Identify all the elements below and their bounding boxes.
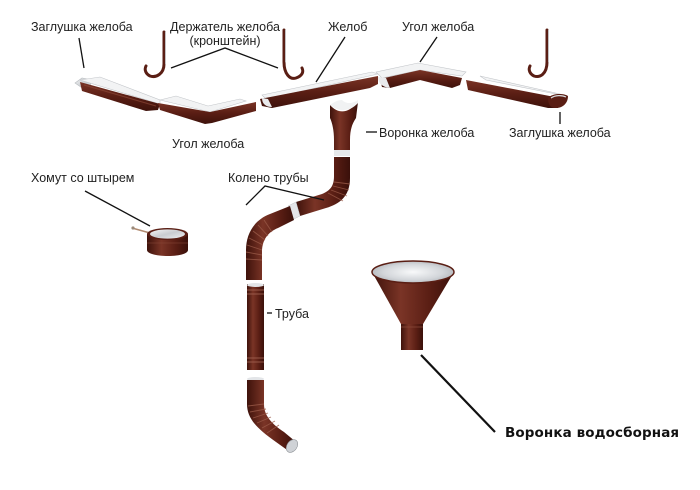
leader-collector-funnel (420, 354, 496, 433)
leader-gutter-cap-left (78, 37, 85, 69)
leader-gutter-holder (170, 47, 279, 69)
leader-lines (78, 36, 561, 433)
collector-funnel-part (371, 260, 455, 350)
leader-gutter (315, 36, 346, 83)
gutter-cap-right-part (548, 93, 568, 108)
label-gutter-cap-left: Заглушка желоба (31, 20, 133, 34)
gutter-segment-middle (260, 71, 380, 108)
gutter-corner-left (158, 95, 256, 124)
pipe-elbow-lower (245, 206, 294, 280)
label-gutter-funnel: Воронка желоба (379, 126, 475, 140)
label-pipe: Труба (275, 307, 309, 321)
label-clamp-with-pin: Хомут со штырем (31, 171, 135, 185)
label-pipe-elbow: Колено трубы (228, 171, 309, 185)
gutter-holder-hook-3 (527, 28, 549, 78)
gutter-segment-left (79, 76, 161, 111)
leader-clamp (84, 190, 151, 227)
label-gutter-cap-right: Заглушка желоба (509, 126, 611, 140)
gutter-holder-hook-2 (282, 28, 305, 80)
leader-gutter-corner-top (419, 36, 438, 63)
label-gutter-holder: Держатель желоба (кронштейн) (170, 20, 280, 48)
label-gutter-corner-top: Угол желоба (402, 20, 475, 34)
gutter-holder-hook-1 (143, 30, 166, 78)
gutter-corner-right (375, 62, 467, 88)
label-gutter-holder-line2: (кронштейн) (189, 34, 261, 48)
gutter-funnel-part (330, 100, 358, 156)
clamp-with-pin-part (131, 226, 188, 256)
pipe-outlet-elbow (247, 377, 299, 453)
leader-pipe-elbow (245, 185, 325, 206)
label-collector-funnel: Воронка водосборная (505, 425, 680, 441)
pipe-elbow-upper (296, 157, 351, 216)
label-gutter-holder-line1: Держатель желоба (170, 20, 280, 34)
label-gutter-corner-bottom: Угол желоба (172, 137, 245, 151)
label-gutter: Желоб (328, 20, 368, 34)
pipe-part (247, 283, 264, 370)
